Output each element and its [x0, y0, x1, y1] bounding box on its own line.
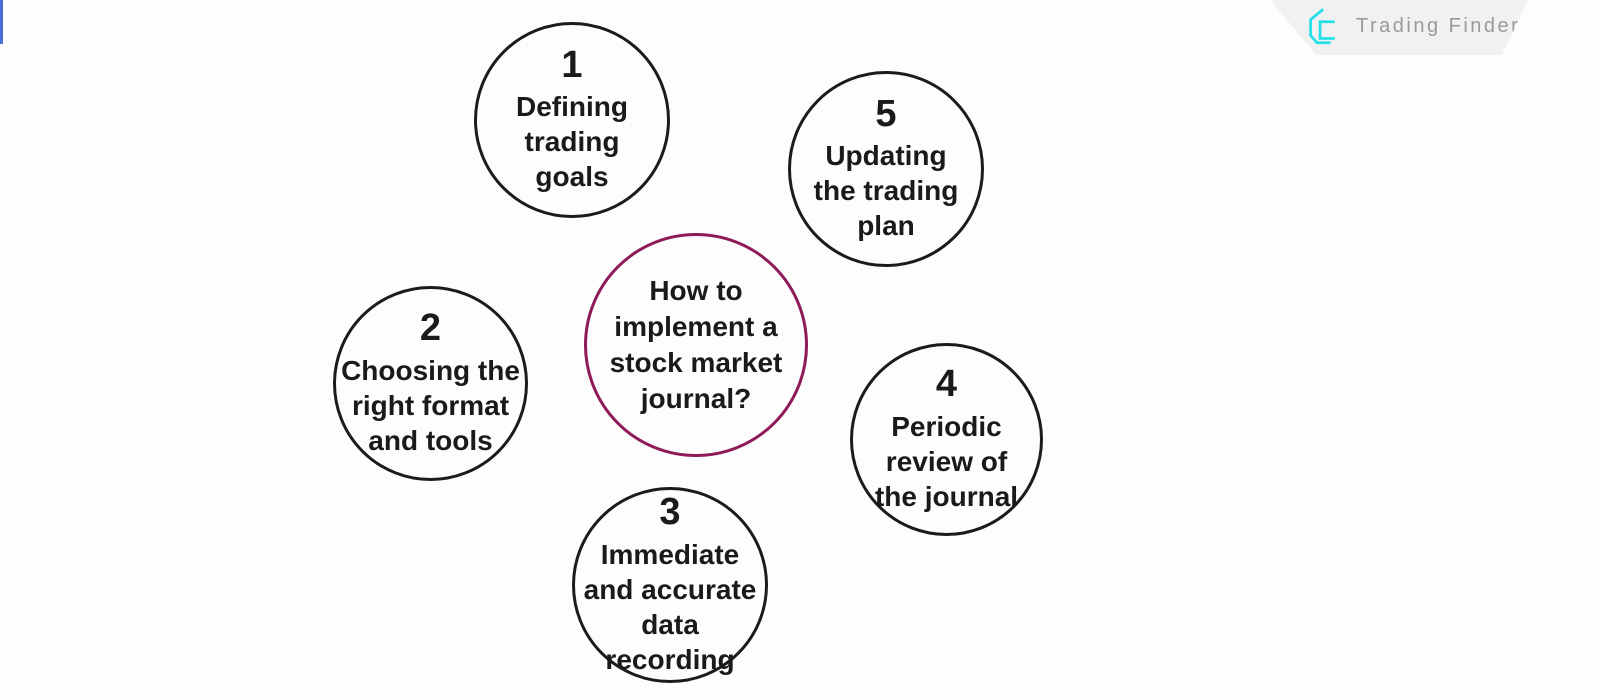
brand-name: Trading Finder [1356, 15, 1521, 37]
step-label: Immediate and accurate data recording [583, 538, 757, 675]
step-number: 3 [659, 491, 681, 534]
step-number: 1 [561, 43, 583, 86]
step-label: Updating the trading plan [813, 140, 959, 242]
step-label: Defining trading goals [516, 91, 628, 193]
trading-finder-logo-badge: Trading Finder [1270, 0, 1528, 55]
step-number: 4 [935, 363, 958, 406]
step-circle-2: 2 Choosing the right format and tools [333, 286, 528, 481]
step-label: Choosing the right format and tools [341, 354, 520, 456]
step-circle-4: 4 Periodic review of the journal [850, 343, 1043, 536]
step-circle-3: 3 Immediate and accurate data recording [572, 487, 768, 683]
step-number: 2 [419, 307, 442, 350]
left-edge-accent-bar [0, 0, 3, 44]
step-number: 5 [875, 92, 897, 135]
center-question-circle: How to implement a stock market journal? [584, 233, 808, 457]
center-question-text: How to implement a stock market journal? [609, 275, 783, 414]
trading-finder-logo-icon [1309, 8, 1335, 45]
step-label: Periodic review of the journal [874, 410, 1019, 512]
step-circle-1: 1 Defining trading goals [474, 22, 670, 218]
step-circle-5: 5 Updating the trading plan [788, 71, 984, 267]
